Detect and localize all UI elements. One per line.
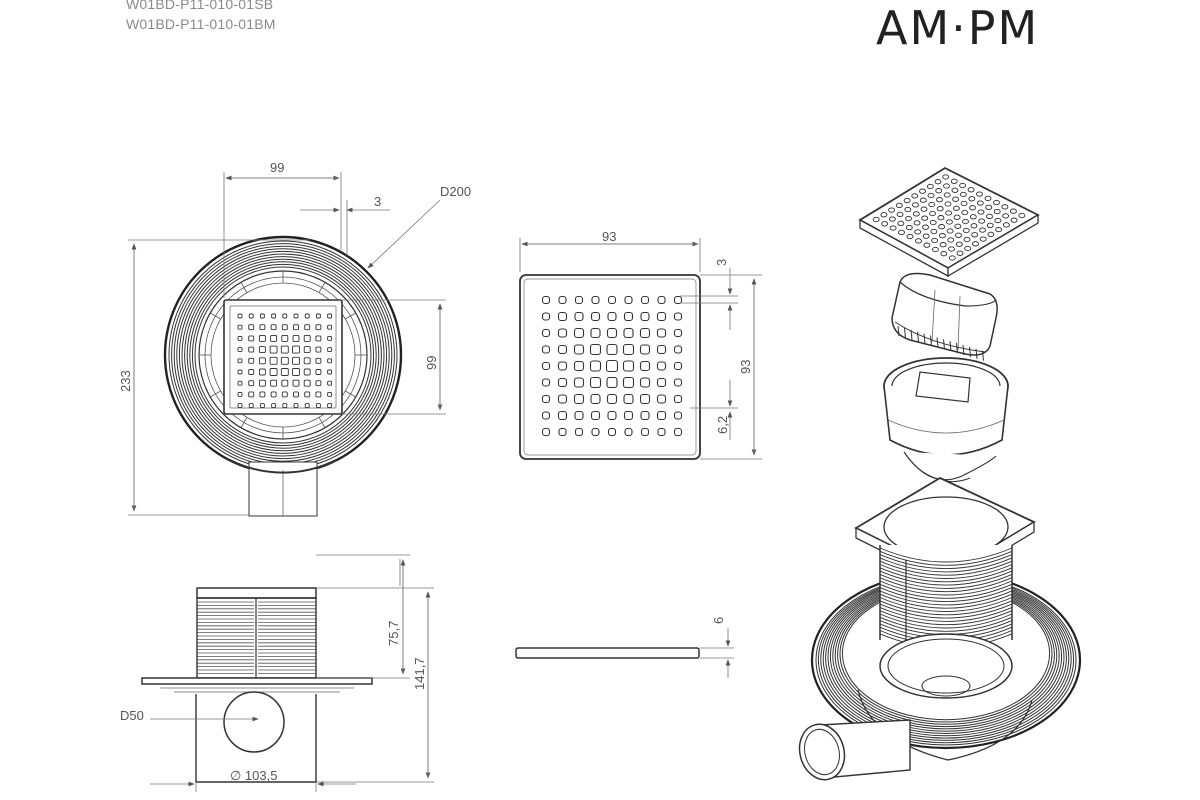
grate-profile: [515, 647, 700, 659]
iso-body: [798, 545, 1082, 781]
dim-grate-edge: 3: [714, 259, 729, 266]
iso-cup: [883, 357, 1009, 483]
dim-grate-margin: 6,2: [715, 416, 730, 434]
product-code-1: W01BD-P11-010-01SB: [126, 0, 274, 12]
grate-holes: [541, 295, 683, 437]
dim-outlet: D50: [120, 708, 144, 723]
dim-grate-height: 99: [424, 356, 439, 370]
side-ribs: [197, 601, 316, 674]
dim-overall-height: 233: [118, 370, 133, 392]
dim-grate-plate-height: 93: [738, 360, 753, 374]
dim-flange-diameter: D200: [440, 184, 471, 199]
dim-offset: 3: [374, 194, 381, 209]
dim-grate-thickness: 6: [711, 617, 726, 624]
iso-grate: [858, 166, 1040, 278]
grate-view: 93 93 3 6,2: [519, 229, 762, 460]
dim-body-diameter: ∅ 103,5: [230, 768, 277, 783]
grate-holes-top: [237, 313, 333, 409]
exploded-view: [798, 166, 1082, 781]
outlet-circle: [223, 691, 285, 753]
grate-profile-view: 6: [515, 617, 734, 678]
iso-trap: [891, 272, 998, 361]
side-flange: [141, 677, 373, 685]
dim-total-height: 141,7: [412, 657, 427, 690]
dim-grate-width: 99: [270, 160, 284, 175]
top-view: 99 3 D200 233 99: [118, 160, 471, 517]
dim-upper-height: 75,7: [386, 621, 401, 646]
dim-grate-plate-width: 93: [602, 229, 616, 244]
brand-logo: AM·PM: [876, 1, 1039, 55]
side-view: 75,7 141,7 D50 ∅ 103,5: [120, 554, 434, 792]
product-code-2: W01BD-P11-010-01BM: [126, 16, 276, 32]
